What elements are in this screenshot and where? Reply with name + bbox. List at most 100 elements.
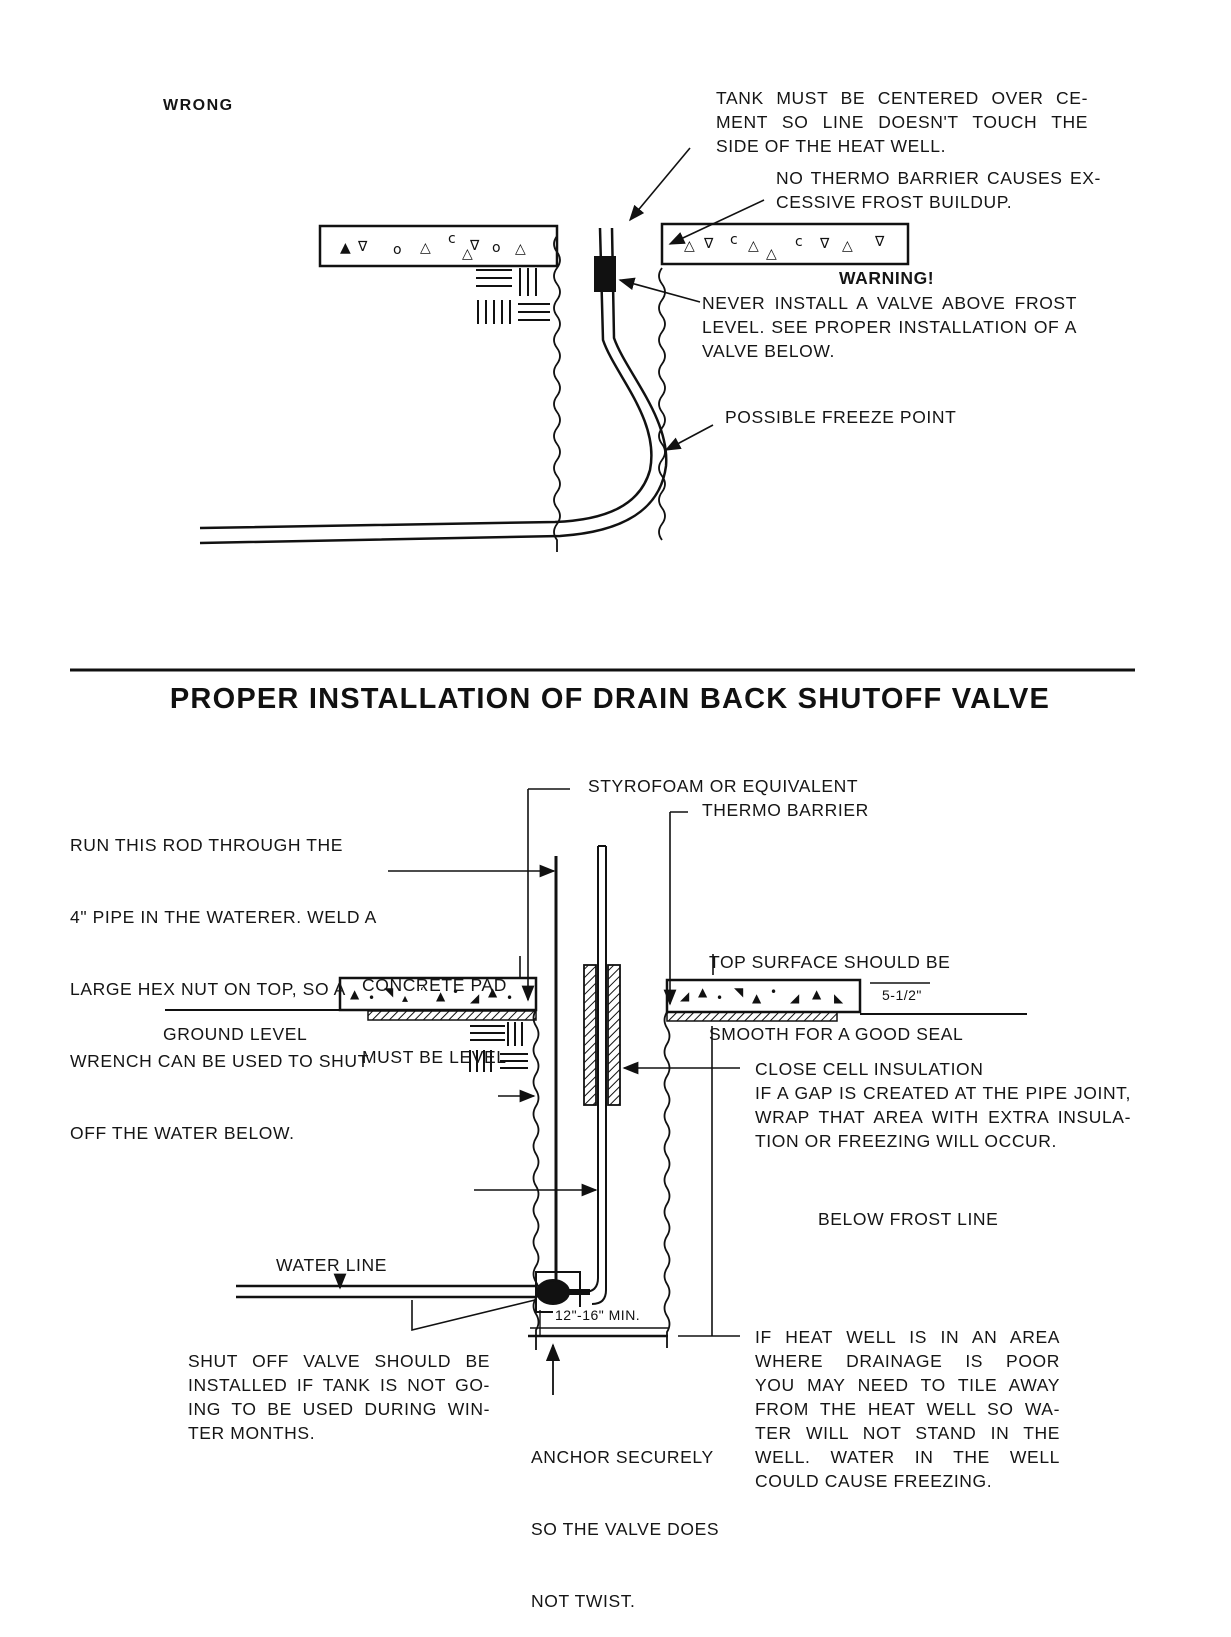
insulation-line: WRAP THAT AREA WITH EXTRA INSULA- [755,1107,1131,1127]
drainage-line: FROM THE HEAT WELL SO WA- [755,1399,1060,1419]
svg-text:◢: ◢ [790,991,800,1005]
svg-text:▲: ▲ [436,989,446,1003]
rod-instruction-note: RUN THIS ROD THROUGH THE 4" PIPE IN THE … [70,785,377,1169]
shutoff-line: ING TO BE USED DURING WIN- [188,1399,490,1419]
concrete-pad-right-aggregate: ◢▲•◥ ▲•◢▲◣ [680,985,844,1005]
thermo-barrier-right [666,1011,838,1022]
drainage-line: TER WILL NOT STAND IN THE [755,1423,1060,1443]
tank-note-line: TANK MUST BE CENTERED OVER CE- [716,88,1088,108]
tank-note-line: MENT SO LINE DOESN'T TOUCH THE [716,112,1088,132]
pad-thickness-label: 5-1/2" [880,987,924,1003]
drainage-line: WHERE DRAINAGE IS POOR [755,1351,1060,1371]
top-surface-line: SMOOTH FOR A GOOD SEAL [709,1024,964,1044]
drainage-line: COULD CAUSE FREEZING. [755,1471,993,1491]
svg-text:▲: ▲ [698,985,708,999]
insulation-line: IF A GAP IS CREATED AT THE PIPE JOINT, [755,1083,1131,1103]
wrong-cement-marks [476,268,550,324]
svg-text:o: o [393,242,402,258]
possible-freeze-point-label: POSSIBLE FREEZE POINT [725,407,957,427]
warning-line: LEVEL. SEE PROPER INSTALLATION OF A [702,317,1077,337]
proper-cement-marks [469,1022,528,1072]
anchor-line: NOT TWIST. [531,1591,636,1611]
rod-note-line: RUN THIS ROD THROUGH THE [70,835,344,855]
svg-text:◣: ◣ [834,991,844,1005]
barrier-note-line: NO THERMO BARRIER CAUSES EX- [776,168,1101,188]
barrier-note-line: CESSIVE FROST BUILDUP. [776,192,1013,212]
svg-text:•: • [770,985,777,999]
styrofoam-label: STYROFOAM OR EQUIVALENT [588,776,859,796]
svg-text:∇: ∇ [819,236,830,252]
rod-note-line: 4" PIPE IN THE WATERER. WELD A [70,907,377,927]
insulation-title: CLOSE CELL INSULATION [755,1059,984,1079]
wrong-label: WRONG [163,97,234,114]
svg-text:‘: ‘ [420,985,424,999]
wrong-barrier-leader [668,199,765,245]
shutoff-line: TER MONTHS. [188,1423,316,1443]
svg-text:c: c [730,232,738,248]
svg-text:▲: ▲ [340,240,351,256]
insulation-sleeve-left [583,964,597,1106]
frost-line-label: BELOW FROST LINE [818,1209,999,1229]
svg-text:△: △ [842,238,853,254]
wrong-water-line-top [199,227,653,530]
svg-text:△: △ [766,246,777,262]
wrong-concrete-left [318,224,559,268]
svg-text:▲: ▲ [350,987,360,1001]
wrong-water-line-bottom [199,227,668,545]
svg-text:△: △ [515,241,526,257]
insulation-note: IF A GAP IS CREATED AT THE PIPE JOINT, W… [755,1081,1131,1153]
svg-text:△: △ [684,238,695,254]
insulation-sleeve-right [607,964,621,1106]
svg-text:◢: ◢ [470,991,480,1005]
svg-text:◢: ◢ [680,989,690,1003]
anchor-note: ANCHOR SECURELY SO THE VALVE DOES NOT TW… [531,1397,719,1637]
concrete-line: CONCRETE PAD [362,975,507,995]
drainage-line: WELL. WATER IN THE WELL [755,1447,1060,1467]
warning-line: VALVE BELOW. [702,341,835,361]
concrete-pad-left [338,976,538,1012]
thermo-barrier-warning-note: NO THERMO BARRIER CAUSES EX- CESSIVE FRO… [776,166,1101,214]
wrong-diagram: ▲∇o △c∇ △o△ △∇c △△c ∇△∇ [199,147,910,552]
thermo-barrier-label: THERMO BARRIER [702,800,869,820]
svg-text:△: △ [420,240,431,256]
concrete-line: MUST BE LEVEL [362,1047,507,1067]
svg-text:▲: ▲ [812,987,822,1001]
installation-diagram: ▲∇o △c∇ △o△ △∇c △△c ∇△∇ [70,147,1135,1395]
rod-note-line: LARGE HEX NUT ON TOP, SO A [70,979,346,999]
warning-line: NEVER INSTALL A VALVE ABOVE FROST [702,293,1077,313]
svg-text:△: △ [462,246,473,262]
anchor-line: SO THE VALVE DOES [531,1519,720,1539]
wrong-well-wall-right [658,267,666,541]
svg-text:▲: ▲ [752,991,762,1005]
min-depth-label: 12"-16" MIN. [553,1307,643,1323]
tank-note-line: SIDE OF THE HEAT WELL. [716,136,947,156]
top-surface-line: TOP SURFACE SHOULD BE [709,952,951,972]
proper-well-wall-left [532,1009,540,1350]
shutoff-valve-note: SHUT OFF VALVE SHOULD BE INSTALLED IF TA… [188,1349,490,1445]
svg-text:∇: ∇ [469,238,480,254]
svg-text:•: • [506,991,513,1005]
shutoff-line: SHUT OFF VALVE SHOULD BE [188,1351,490,1371]
wrong-concrete-right [660,222,910,266]
concrete-pad-label: CONCRETE PAD MUST BE LEVEL [362,925,507,1093]
page-title: PROPER INSTALLATION OF DRAIN BACK SHUTOF… [169,683,1051,715]
thermo-barrier-left [367,1010,537,1021]
svg-text:c: c [448,231,456,247]
concrete-pad-left-aggregate: ▲•◥▴ ‘▲•◢ ▲• [350,985,513,1005]
svg-text:c: c [795,234,803,250]
tank-centered-note: TANK MUST BE CENTERED OVER CE- MENT SO L… [716,86,1088,158]
proper-well-wall-right [663,1011,671,1348]
rod-note-line: OFF THE WATER BELOW. [70,1123,295,1143]
svg-text:△: △ [748,238,759,254]
wrong-valve [594,256,616,292]
drainage-note: IF HEAT WELL IS IN AN AREA WHERE DRAINAG… [755,1325,1060,1493]
svg-text:•: • [452,985,459,999]
wrong-well-wall-left [553,235,561,552]
wrong-concrete-right-aggregate: △∇c △△c ∇△∇ [684,232,885,262]
wrong-freeze-leader [664,424,714,451]
insulation-line: TION OR FREEZING WILL OCCUR. [755,1131,1057,1151]
proper-diagram: ▲•◥▴ ‘▲•◢ ▲• ◢▲•◥ ▲•◢▲◣ [165,788,1027,1395]
wrong-valve-leader [618,277,701,303]
svg-text:•: • [368,991,375,1005]
warning-text: NEVER INSTALL A VALVE ABOVE FROST LEVEL.… [702,291,1077,363]
